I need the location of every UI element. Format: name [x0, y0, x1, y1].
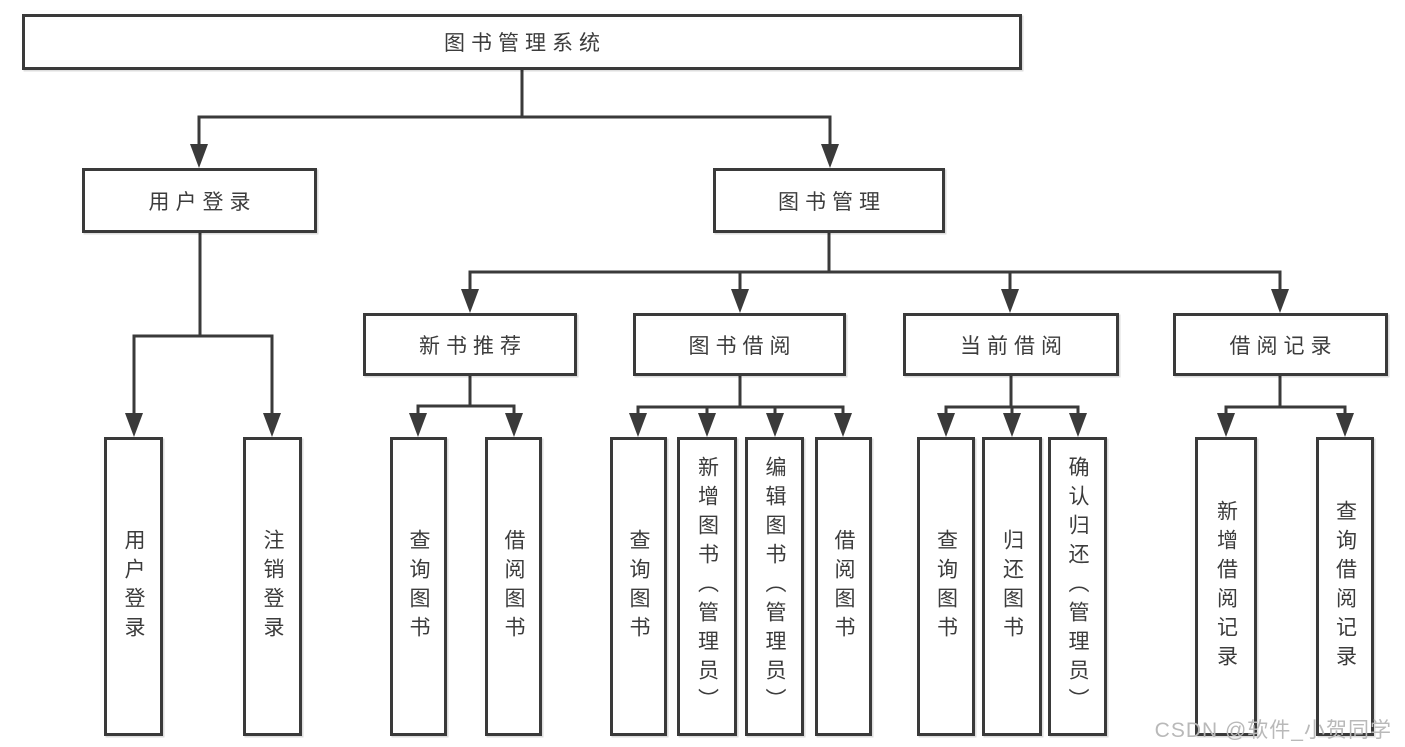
connector-line: [636, 405, 845, 413]
connector-line: [132, 334, 274, 413]
node-label: 用户登录: [122, 528, 145, 645]
arrowhead-icon: [1069, 413, 1087, 437]
node-label: 新增借阅记录: [1214, 499, 1238, 674]
leaf-records-add-record: 新增借阅记录: [1195, 437, 1257, 736]
connector-group-book-borrow: [629, 376, 852, 437]
node-new-book-recommend: 新书推荐: [363, 313, 577, 376]
node-label: 确认归还（管理员）: [1066, 456, 1089, 717]
node-label: 查询图书: [407, 528, 430, 645]
arrowhead-icon: [731, 289, 749, 313]
node-current-borrow: 当前借阅: [903, 313, 1119, 376]
arrowhead-icon: [629, 413, 647, 437]
leaf-recommend-query-book: 查询图书: [390, 437, 447, 736]
node-label: 新增图书（管理员）: [695, 456, 719, 717]
node-label: 当前借阅: [960, 334, 1068, 358]
node-label: 图书借阅: [688, 334, 797, 358]
connector-group-current-borrow: [937, 376, 1087, 437]
arrowhead-icon: [821, 144, 839, 168]
node-book-borrow: 图书借阅: [633, 313, 846, 376]
leaf-borrow-query-book: 查询图书: [610, 437, 667, 736]
leaf-borrow-edit-book-admin: 编辑图书（管理员）: [745, 437, 804, 736]
connector-group-root: [190, 70, 839, 168]
node-label: 归还图书: [1000, 528, 1024, 645]
node-label: 注销登录: [261, 528, 284, 645]
arrowhead-icon: [698, 413, 716, 437]
node-borrow-records: 借阅记录: [1173, 313, 1388, 376]
connector-group-user-login: [125, 232, 281, 437]
connector-line: [197, 115, 832, 144]
leaf-logout-login: 注销登录: [243, 437, 302, 736]
leaf-borrow-add-book-admin: 新增图书（管理员）: [677, 437, 737, 736]
node-label: 编辑图书（管理员）: [763, 456, 786, 717]
node-label: 图书管理: [778, 190, 886, 214]
leaf-records-query-record: 查询借阅记录: [1316, 437, 1374, 736]
node-user-login: 用户登录: [82, 168, 317, 233]
arrowhead-icon: [1001, 289, 1019, 313]
node-label: 借阅图书: [832, 528, 855, 645]
leaf-current-return-book: 归还图书: [982, 437, 1042, 736]
node-label: 图书管理系统: [444, 32, 606, 55]
arrowhead-icon: [1003, 413, 1021, 437]
connector-group-book-management: [461, 233, 1289, 313]
leaf-user-login: 用户登录: [104, 437, 163, 736]
node-label: 借阅图书: [502, 528, 525, 645]
node-label: 查询图书: [627, 528, 650, 645]
node-label: 查询图书: [934, 528, 958, 645]
node-root: 图书管理系统: [22, 14, 1022, 70]
arrowhead-icon: [834, 413, 852, 437]
leaf-borrow-borrow-book: 借阅图书: [815, 437, 872, 736]
watermark: CSDN @软件_小贺同学: [1154, 719, 1392, 742]
arrowhead-icon: [1217, 413, 1235, 437]
connector-line: [1224, 405, 1347, 413]
arrowhead-icon: [125, 413, 143, 437]
leaf-current-query-book: 查询图书: [917, 437, 975, 736]
arrowhead-icon: [505, 413, 523, 437]
connector-line: [416, 404, 516, 413]
node-label: 用户登录: [148, 190, 257, 214]
arrowhead-icon: [766, 413, 784, 437]
arrowhead-icon: [1336, 413, 1354, 437]
connector-group-new-book-recommend: [409, 376, 523, 437]
arrowhead-icon: [461, 289, 479, 313]
connector-line: [468, 270, 1282, 289]
arrowhead-icon: [409, 413, 427, 437]
node-book-management: 图书管理: [713, 168, 945, 233]
connector-group-borrow-records: [1217, 376, 1354, 437]
node-label: 查询借阅记录: [1333, 499, 1357, 674]
node-label: 借阅记录: [1229, 334, 1338, 358]
leaf-recommend-borrow-book: 借阅图书: [485, 437, 542, 736]
leaf-current-confirm-return-admin: 确认归还（管理员）: [1048, 437, 1107, 736]
arrowhead-icon: [190, 144, 208, 168]
arrowhead-icon: [937, 413, 955, 437]
node-label: 新书推荐: [419, 334, 527, 358]
arrowhead-icon: [1271, 289, 1289, 313]
arrowhead-icon: [263, 413, 281, 437]
